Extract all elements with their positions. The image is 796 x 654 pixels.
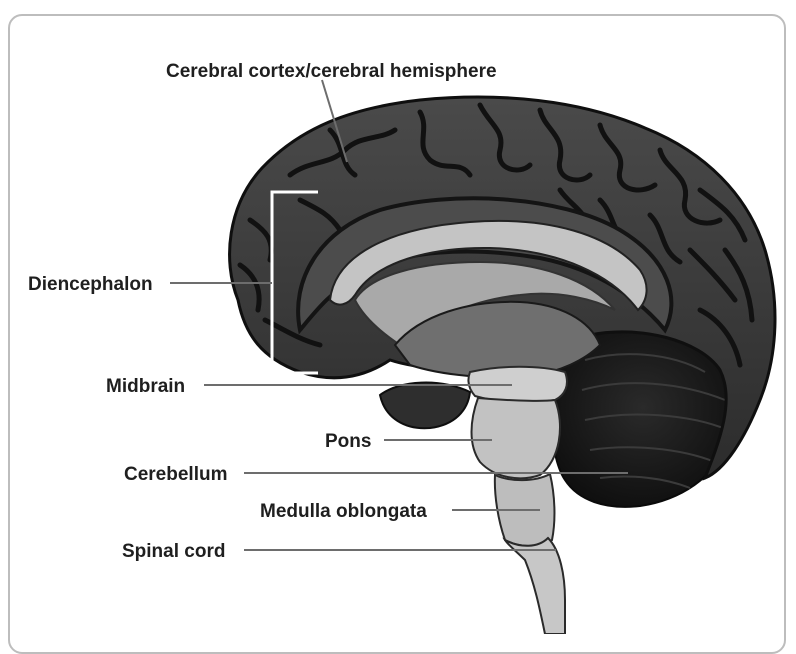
label-diencephalon: Diencephalon [28,274,153,295]
label-cerebral-cortex: Cerebral cortex/cerebral hemisphere [166,61,497,82]
label-cerebellum: Cerebellum [124,464,227,485]
brain-diagram: Cerebral cortex/cerebral hemisphere Dien… [0,0,796,634]
label-medulla-oblongata: Medulla oblongata [260,501,427,522]
temporal-lobe-underside [380,383,470,429]
spinal-cord-region [505,538,565,634]
pons-region [472,398,561,478]
label-pons: Pons [325,431,371,452]
label-spinal-cord: Spinal cord [122,541,225,562]
label-midbrain: Midbrain [106,376,185,397]
